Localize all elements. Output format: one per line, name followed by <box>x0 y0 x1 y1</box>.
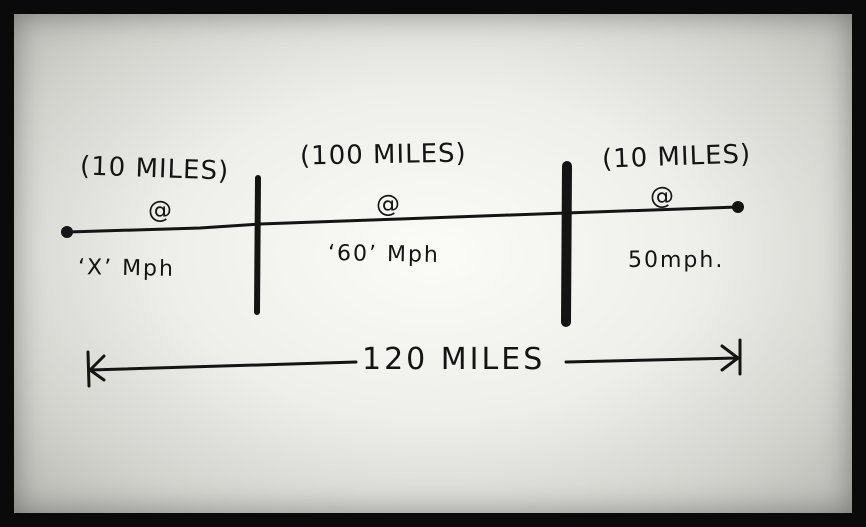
segment-1-speed-label: ‘X’ Mph <box>77 255 176 282</box>
segment-2-distance-label: (100 MILES) <box>299 138 467 172</box>
route-line <box>66 205 740 234</box>
route-start-point <box>61 226 73 238</box>
segment-divider-1 <box>254 175 261 315</box>
route-end-point <box>732 201 744 213</box>
segment-2-speed-label: ‘60’ Mph <box>327 241 441 268</box>
paper-sheet <box>14 14 852 513</box>
segment-3-speed-label: 50mph. <box>628 248 725 273</box>
segment-3-at-sign: @ <box>650 182 674 210</box>
right-arrowhead <box>720 338 742 376</box>
segment-1-distance-label: (10 MILES) <box>79 151 230 187</box>
segment-1-at-sign: @ <box>148 196 172 224</box>
segment-3-distance-label: (10 MILES) <box>601 139 752 175</box>
segment-divider-2 <box>561 161 572 327</box>
left-arrowhead <box>86 350 106 388</box>
total-distance-line-left <box>88 360 358 372</box>
total-distance-line-right <box>564 356 740 364</box>
total-distance-label: 120 MILES <box>362 342 546 377</box>
segment-2-at-sign: @ <box>376 190 400 218</box>
